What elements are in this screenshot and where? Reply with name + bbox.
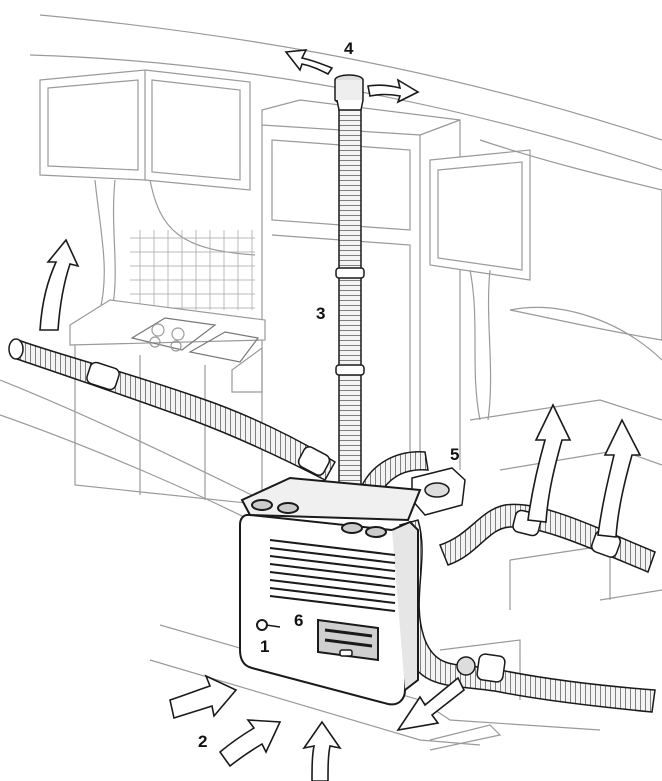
intake-arrow-3 bbox=[302, 720, 342, 781]
right-outlet-arrow-1 bbox=[527, 403, 572, 523]
callout-flue-pipe: 3 bbox=[316, 304, 326, 323]
intake-arrow-1 bbox=[169, 674, 238, 720]
caravan-interior bbox=[0, 14, 662, 751]
flue-pipe bbox=[334, 74, 365, 489]
heater-unit bbox=[239, 476, 422, 706]
callout-distribution-junction: 5 bbox=[450, 445, 460, 464]
exhaust-arrow-right bbox=[367, 78, 420, 104]
left-outlet-arrow bbox=[39, 238, 80, 331]
callout-blower-fan: 6 bbox=[294, 611, 304, 630]
right-outlet-arrow-2 bbox=[597, 418, 642, 538]
lower-outlet-arrow bbox=[396, 676, 466, 732]
callout-air-intake: 2 bbox=[198, 732, 208, 751]
callout-heater-unit: 1 bbox=[260, 637, 270, 656]
left-warm-air-duct bbox=[8, 338, 337, 481]
exhaust-arrow-left bbox=[284, 49, 334, 76]
intake-arrow-2 bbox=[218, 719, 282, 768]
callout-roof-cowl: 4 bbox=[344, 39, 354, 58]
airflow-arrows bbox=[39, 49, 642, 781]
